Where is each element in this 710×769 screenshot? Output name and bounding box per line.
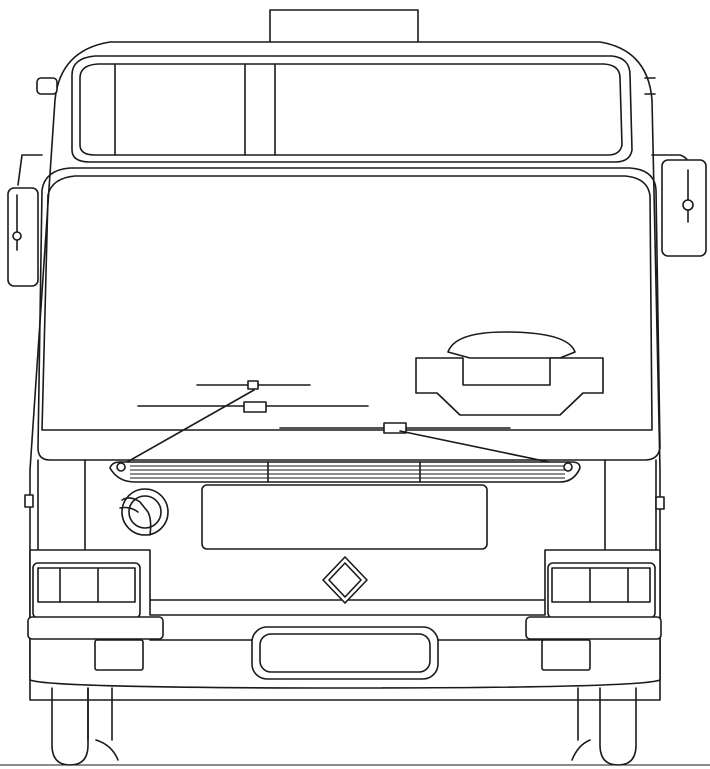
wiper-left xyxy=(119,380,369,467)
dashboard-instrument xyxy=(415,331,604,416)
logo-diamond xyxy=(322,556,368,604)
marker-light-left xyxy=(36,77,58,95)
tow-hook-cap xyxy=(119,488,169,536)
front-grille xyxy=(109,461,581,483)
roof-sign-box xyxy=(269,9,419,45)
bus-body xyxy=(29,41,661,701)
mirror-left xyxy=(7,154,43,287)
headlight-right xyxy=(525,562,662,671)
windscreen xyxy=(37,167,661,461)
destination-window xyxy=(71,55,633,163)
wiper-right xyxy=(279,422,569,467)
headlight-left xyxy=(27,562,164,671)
lower-air-intake xyxy=(251,626,439,680)
marker-light-right xyxy=(644,77,656,95)
number-plate xyxy=(201,484,488,550)
mirror-right xyxy=(651,154,707,257)
